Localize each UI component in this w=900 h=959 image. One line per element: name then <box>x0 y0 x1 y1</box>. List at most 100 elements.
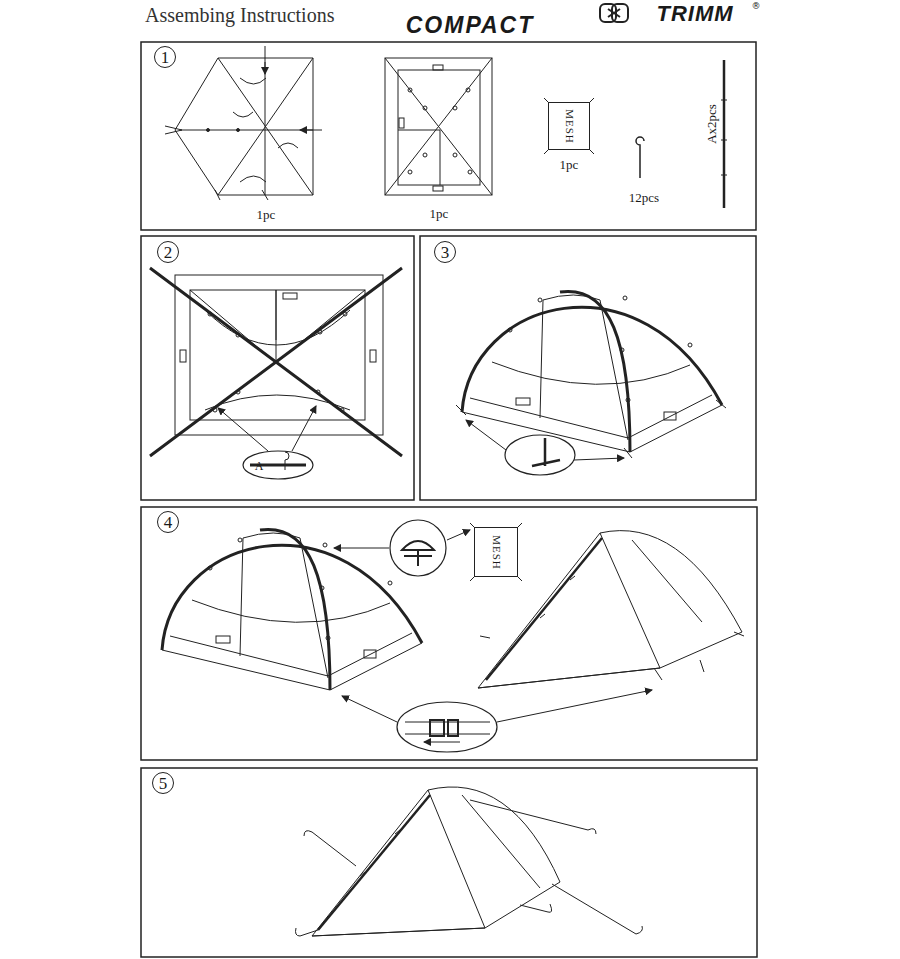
pitched-tent-figure-part <box>360 830 400 876</box>
dome-figure-part <box>492 362 690 384</box>
pitched-tent-figure-part <box>312 787 560 936</box>
panel-frame-part <box>420 236 756 500</box>
flysheet-pitched-figure-part <box>540 576 575 618</box>
inner-tent-figure-part <box>453 153 457 157</box>
inner-tent-poles-figure-part <box>236 390 240 394</box>
inner-tent-poles-figure-part <box>285 452 289 470</box>
logo-icon-part <box>608 9 620 17</box>
flysheet-figure-part <box>175 58 313 195</box>
mesh-panel-text: MESH <box>564 109 575 144</box>
dome-vent-figure-part <box>260 529 330 690</box>
flysheet-pitched-figure-part <box>430 720 444 736</box>
dome-figure-part <box>466 420 506 450</box>
dome-vent-figure-part <box>390 520 446 576</box>
dome-figure-part <box>664 412 676 420</box>
inner-tent-poles-figure-part <box>318 330 322 334</box>
inner-tent-figure-part <box>433 65 443 70</box>
flysheet-figure-part <box>180 58 313 195</box>
panel-frame-part <box>141 507 757 760</box>
inner-tent-poles-figure-part <box>180 350 186 362</box>
inner-tent-poles-figure-part <box>213 408 217 412</box>
flysheet-figure-part <box>233 78 298 182</box>
inner-tent-figure-part <box>399 118 404 128</box>
pitched-tent-figure-part <box>312 790 540 936</box>
inner-tent-poles-figure-part <box>283 293 297 299</box>
quantity-label: 12pcs <box>629 191 659 204</box>
inner-tent-figure-part <box>423 153 427 157</box>
mesh-corner-loops <box>470 98 594 581</box>
step-number-text: 2 <box>164 244 173 261</box>
quantity-label: 1pc <box>560 158 579 171</box>
quantity-label: 1pc <box>430 207 449 220</box>
dome-figure-part <box>470 395 712 438</box>
dome-figure-part <box>560 291 630 452</box>
mesh-panel: MESH <box>474 527 518 577</box>
inner-tent-figure-part <box>453 106 457 110</box>
flysheet-pitched-figure <box>342 531 744 752</box>
mesh-panel: MESH <box>548 102 590 150</box>
inner-tent-poles-figure-part <box>190 290 365 420</box>
flysheet-pitched-figure-part <box>424 742 460 743</box>
flysheet-pitched-figure-part <box>480 632 744 680</box>
dome-vent-figure-part <box>364 650 376 658</box>
flysheet-figure-part <box>165 126 268 200</box>
step-number: 3 <box>434 241 456 263</box>
brand-name: TRIMM <box>656 3 733 25</box>
dome-figure-part <box>623 296 627 300</box>
inner-tent-figure-part <box>433 186 443 191</box>
inner-tent-poles-figure-part <box>150 268 402 456</box>
mesh-corner-loops-part <box>470 523 522 581</box>
peg-symbol <box>636 137 644 178</box>
quantity-label: Ax2pcs <box>705 104 718 144</box>
quantity-label: 1pc <box>257 208 276 221</box>
dome-figure-part <box>516 398 530 405</box>
inner-tent-poles-figure-part <box>236 333 240 337</box>
dome-vent-figure-part <box>402 541 434 566</box>
step-number-text: 3 <box>441 244 450 261</box>
dome-figure-part <box>540 295 628 440</box>
dome-vent-figure-part <box>162 545 422 650</box>
pitched-tent-figure-part <box>318 795 430 930</box>
mesh-corner-loops-part <box>544 98 594 154</box>
inner-tent-poles-figure-part <box>340 408 344 412</box>
inner-tent-figure-part <box>385 58 492 195</box>
flysheet-pitched-figure-part <box>342 696 397 722</box>
flysheet-pitched-figure-part <box>497 690 652 722</box>
inner-tent-figure-part <box>466 88 470 92</box>
inner-tent-figure-part <box>423 106 427 110</box>
step-number: 1 <box>154 46 176 68</box>
inner-tent-figure-part <box>408 170 412 174</box>
dome-figure-part <box>538 298 542 302</box>
dome-figure-part <box>532 438 560 466</box>
flysheet-pitched-figure-part <box>448 720 458 736</box>
pole-symbol <box>721 60 727 208</box>
inner-tent-figure-part <box>408 88 412 92</box>
inner-tent-poles-figure-part <box>243 451 313 479</box>
flysheet-pitched-figure-part <box>397 702 497 752</box>
inner-tent-figure <box>385 58 492 195</box>
dome-vent-figure <box>162 520 470 690</box>
inner-tent-poles-figure-part <box>292 406 316 451</box>
pitched-tent-figure-part <box>296 829 643 936</box>
dome-figure-part <box>626 398 630 402</box>
panel-frame-part <box>141 42 756 230</box>
step-number-text: 4 <box>164 514 173 531</box>
inner-tent-poles-figure-part <box>343 312 347 316</box>
flysheet-figure-part <box>237 129 240 132</box>
dome-vent-figure-part <box>320 586 324 590</box>
dome-vent-figure-part <box>170 633 412 676</box>
inner-tent-poles-figure <box>150 268 402 479</box>
step-number: 4 <box>157 511 179 533</box>
flysheet-figure-part <box>207 129 210 132</box>
dome-vent-figure-part <box>240 533 328 678</box>
panel-frame-part <box>141 768 757 957</box>
inner-tent-poles-figure-part <box>175 275 383 435</box>
product-name: COMPACT <box>406 14 535 37</box>
dome-figure-part <box>688 343 692 347</box>
step-number-text: 5 <box>159 775 168 792</box>
dome-figure-part <box>620 348 624 352</box>
part-letter: A <box>255 460 264 472</box>
dome-vent-figure-part <box>326 636 330 640</box>
dome-vent-figure-part <box>388 581 392 585</box>
